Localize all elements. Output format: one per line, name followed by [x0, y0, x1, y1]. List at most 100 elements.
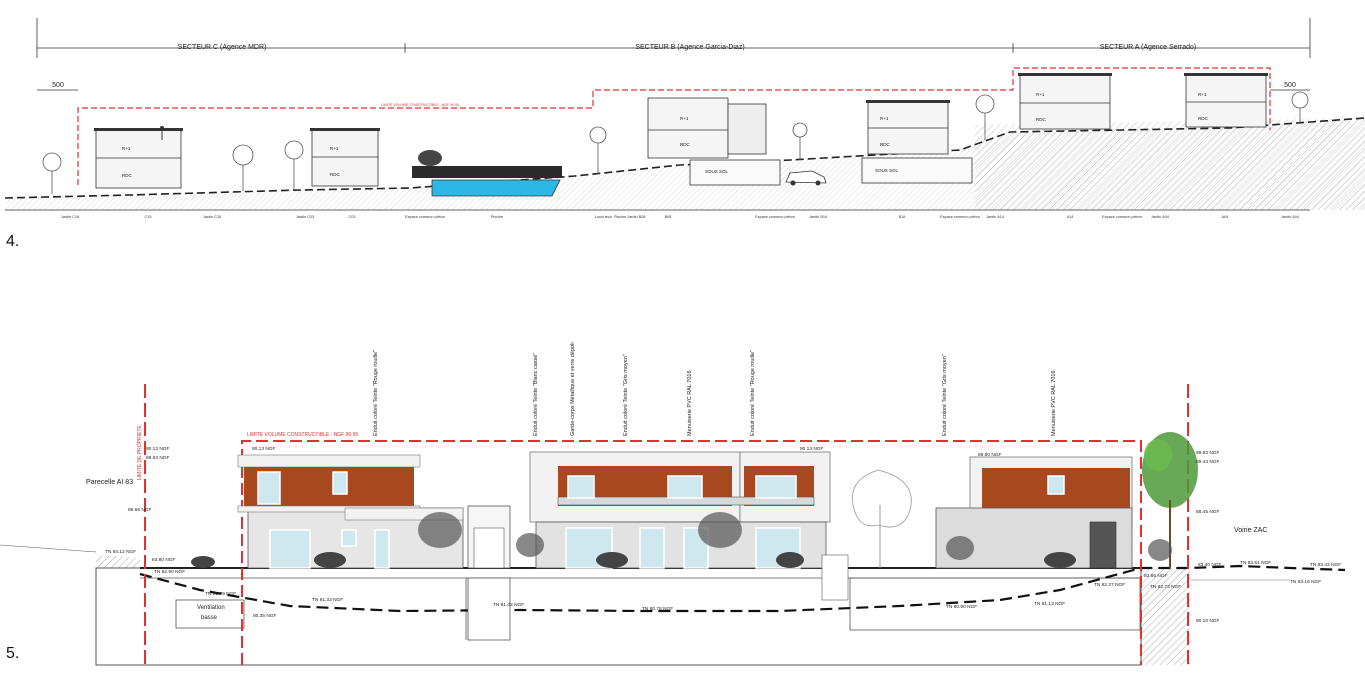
limit-label-4: LIMITE VOLUME CONSTRUCTIBLE - NGF 90.95 [381, 103, 459, 107]
ventilation-label-1: Ventilation [197, 605, 225, 611]
ngf-label: TN 84.12 NGF [105, 549, 136, 555]
bay-window [269, 529, 311, 569]
tree-icon [851, 469, 912, 568]
dimension-500-right: 500 [1284, 82, 1296, 89]
ground-label: Piscine [491, 215, 503, 219]
ngf-label: TN 82.90 NGF [154, 569, 185, 575]
tree-icon [42, 152, 62, 194]
ngf-label: 83.80 NGF [152, 557, 176, 563]
roof-slab [94, 128, 183, 131]
level-label: R+1 [1036, 92, 1045, 97]
window [755, 475, 797, 499]
window [1047, 475, 1065, 495]
parcel-label: Parecelle AI 83 [86, 479, 133, 486]
level-label: R+1 [680, 116, 689, 121]
sector-b-label: SECTEUR B (Agence Garcia-Diaz) [635, 44, 744, 51]
car-icon [785, 170, 827, 186]
material-label: Menuiserie PVC RAL 7016 [687, 370, 693, 436]
shrub-icon [314, 552, 346, 568]
level-label: R+1 [122, 146, 131, 151]
roof-slab [866, 100, 950, 103]
shrub-icon [946, 536, 974, 560]
basement-b08 [689, 159, 781, 186]
door [374, 529, 390, 569]
ngf-label: TN 81.02 NGF [493, 602, 524, 608]
window [667, 475, 703, 499]
ngf-label: 80.10 NGF [1196, 618, 1220, 624]
figure-4-number: 4. [6, 233, 19, 250]
ground-label: Espace commun piéton [940, 215, 980, 219]
material-label: Enduit coloré Teinte "Blanc cassé" [533, 353, 539, 436]
sector-a-label: SECTEUR A (Agence Serrado) [1100, 44, 1197, 51]
ngf-label: 83.40 NGF [1198, 562, 1222, 568]
ngf-label: 89.93 NGF [1196, 450, 1220, 456]
road-label: Voirie ZAC [1234, 527, 1267, 534]
ngf-label: TN 81.79 NGF [205, 591, 236, 597]
ground-label: Jardin A04 [1151, 215, 1169, 219]
house-a14-section [1019, 74, 1111, 130]
ngf-label: 80.35 NGF [253, 613, 277, 619]
level-label: RDC [880, 142, 890, 147]
tree-icon [975, 94, 995, 140]
house-1-parapet [237, 454, 421, 468]
ngf-label: TN 80.78 NGF [642, 606, 673, 612]
ground-label: C03 [349, 215, 356, 219]
ground-label: Espace commun piéton [1102, 215, 1142, 219]
ground-label: B16 [899, 215, 906, 219]
ground-label: Local tech. Piscine Jardin B08 [595, 215, 646, 219]
ground-label: C15 [145, 215, 152, 219]
shrub-icon [418, 150, 442, 166]
limit-label-5: LIMITE VOLUME CONSTRUCTIBLE - NGF 90.95 [247, 432, 358, 438]
ground-label: A04 [1222, 215, 1229, 219]
shrub-icon [516, 533, 544, 557]
level-label: RDC [122, 173, 132, 178]
level-label: SOUS SOL [705, 169, 729, 174]
ground-label: Jardin C16 [61, 215, 79, 219]
roof-slab [1018, 73, 1112, 76]
ngf-label: 89.43 NGF [1196, 459, 1220, 465]
ngf-label: 90.13 NGF [252, 446, 276, 452]
pool-fence [412, 166, 562, 178]
tree-icon [232, 144, 254, 191]
ground-label: B08 [665, 215, 672, 219]
window [257, 471, 281, 505]
ground-label: Jardin B16 [809, 215, 827, 219]
tree-icon [284, 140, 304, 190]
level-label: RDC [1198, 116, 1208, 121]
exterior-stair [821, 554, 849, 601]
shrub-icon [418, 512, 462, 548]
roof-slab [310, 128, 380, 131]
garage-door [1089, 521, 1117, 569]
material-label: Enduit coloré Teinte "Rouge rouille" [750, 350, 756, 436]
level-label: RDC [1036, 117, 1046, 122]
shrub-icon [596, 552, 628, 568]
property-limit-label: LIMITE DE PROPRIETE [137, 425, 143, 480]
material-annotations: Enduit coloré Teinte "Rouge rouille" Endu… [373, 342, 1057, 436]
basement-outline [95, 567, 1142, 666]
swimming-pool [431, 179, 561, 197]
shrub-icon [1148, 539, 1172, 561]
material-label: Garde-corps Métallique et verre dépoli [570, 342, 576, 436]
level-label: RDC [680, 142, 690, 147]
tree-icon [589, 126, 607, 174]
ngf-label: TN 82.27 NGF [1094, 582, 1125, 588]
figure-5-number: 5. [6, 645, 19, 662]
ventilation-label-2: basse [201, 615, 218, 621]
ground-label: Jardin A14 [986, 215, 1004, 219]
ngf-label: TN 81.13 NGF [1034, 601, 1065, 607]
constructible-volume [241, 440, 1142, 665]
shrub-icon [191, 556, 215, 568]
ngf-label: 89.80 NGF [978, 452, 1002, 458]
window [567, 475, 595, 499]
basement-b16 [861, 157, 973, 184]
ngf-label: TN 83.51 NGF [1240, 560, 1271, 566]
ground-label: Jardin A04 [1281, 215, 1299, 219]
ventilation-box [175, 599, 245, 629]
ngf-label: TN 83.16 NGF [1290, 579, 1321, 585]
figure-5-elevation: LIMITE DE PROPRIETE LIMITE VOLUME CONSTR… [0, 342, 1346, 666]
shrub-icon [1044, 552, 1076, 568]
